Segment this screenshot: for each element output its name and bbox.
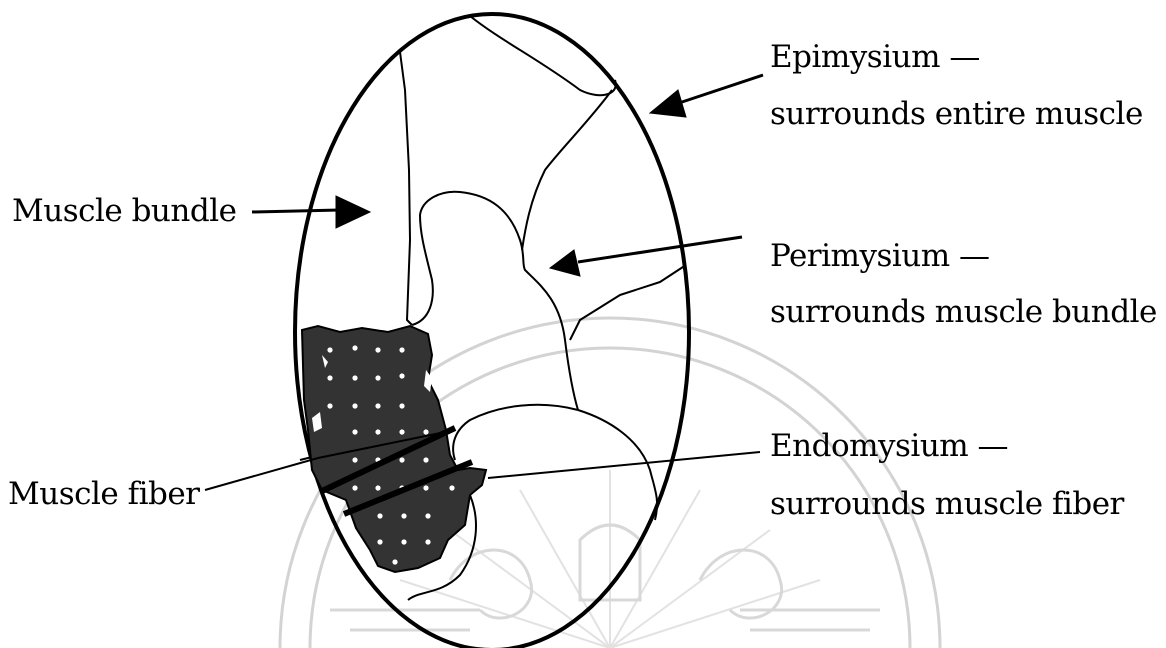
epimysium-arrow [676, 75, 763, 104]
label-epimysium-desc: surrounds entire muscle [770, 94, 1143, 134]
label-muscle-bundle: Muscle bundle [12, 191, 236, 231]
perimysium-arrow [578, 237, 742, 262]
label-endomysium-desc: surrounds muscle fiber [770, 484, 1124, 524]
muscle-bundle-arrow [252, 210, 340, 212]
label-perimysium-title: Perimysium — [770, 236, 990, 276]
endomysium-pointer [488, 452, 760, 478]
muscle-fiber-pointer [205, 458, 318, 490]
label-muscle-fiber: Muscle fiber [8, 474, 200, 514]
label-endomysium-title: Endomysium — [770, 426, 1008, 466]
label-perimysium-desc: surrounds muscle bundle [770, 292, 1157, 332]
label-epimysium-title: Epimysium — [770, 37, 980, 77]
